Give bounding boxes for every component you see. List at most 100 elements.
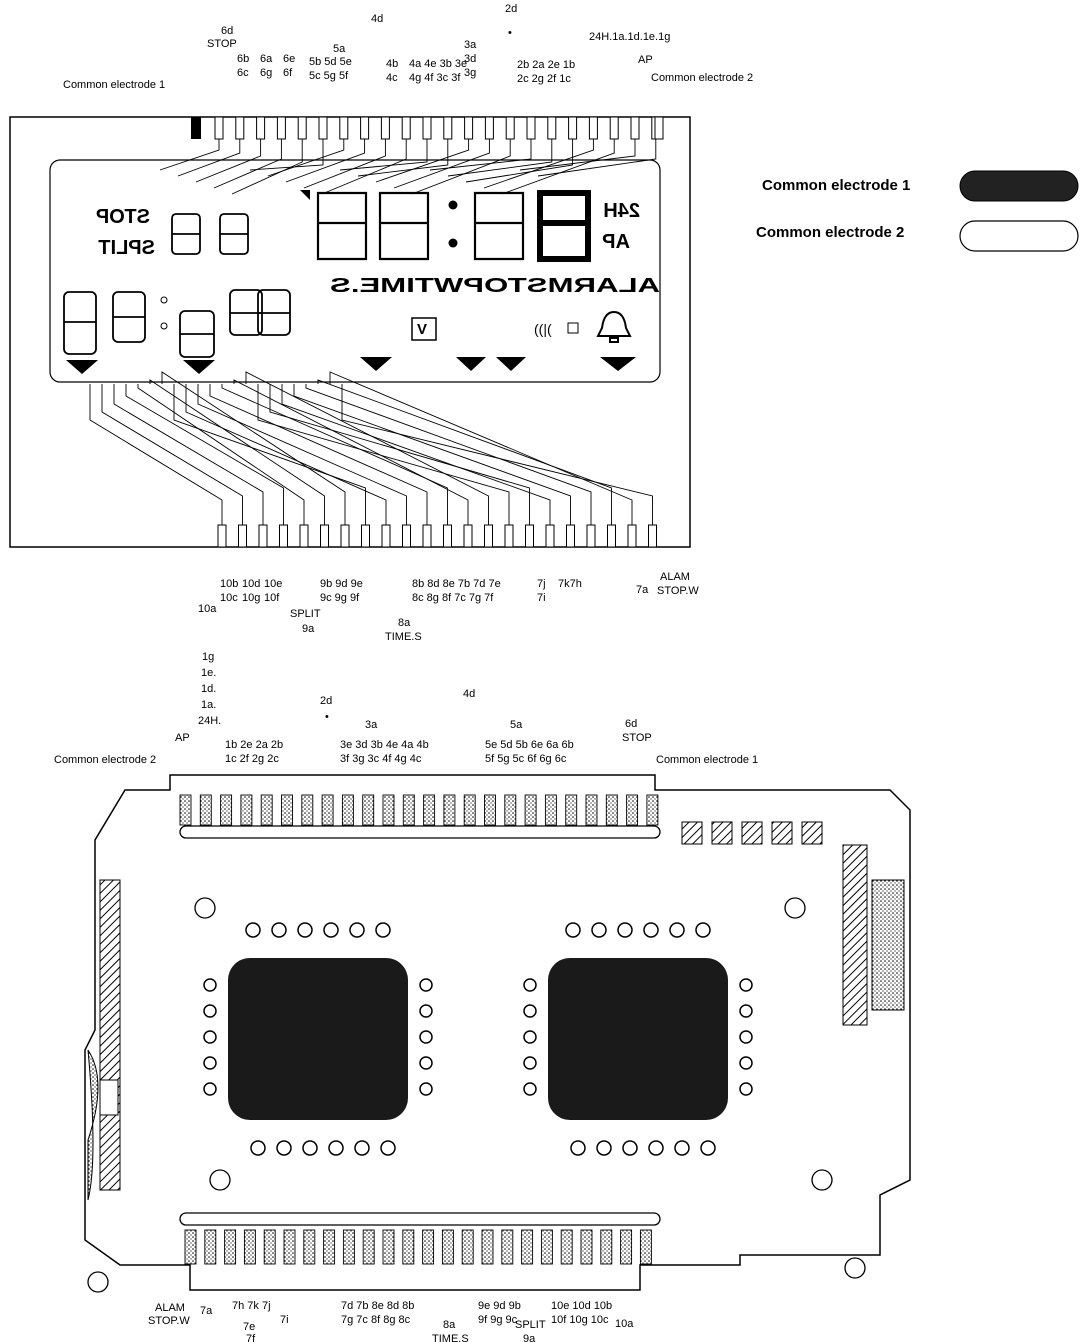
pcb-top-pin — [524, 794, 537, 826]
wire — [221, 384, 448, 525]
lcd-bottom-pin — [238, 524, 247, 548]
pin-label: 6d — [625, 718, 637, 730]
wire — [101, 384, 243, 525]
common-electrode-1-pin — [191, 117, 201, 139]
lcd-top-pin — [235, 116, 245, 140]
pcb-bottom-pin — [263, 1229, 276, 1265]
lcd-bottom-pin — [381, 524, 391, 548]
lcd-v-text: V — [417, 321, 427, 338]
pin-label: 9c 9g 9f — [320, 592, 360, 604]
pin-label: 10a — [198, 603, 217, 615]
pcb-top-pin — [362, 794, 375, 826]
wire — [113, 384, 264, 525]
lcd-bottom-pin — [320, 524, 329, 548]
lcd-frame — [9, 116, 691, 548]
pcb-pad — [674, 1140, 690, 1156]
pin-label: 8a — [443, 1319, 456, 1331]
pcb-pad — [622, 1140, 638, 1156]
lcd-top-pin — [380, 116, 390, 140]
lcd-top-pin — [276, 116, 286, 140]
lcd-top-pin — [547, 116, 557, 140]
wire — [321, 139, 407, 195]
wire — [213, 139, 282, 189]
wire — [257, 384, 510, 525]
pin-label: TIME.S — [432, 1333, 469, 1342]
pcb-top-pin — [626, 794, 639, 826]
pcb-bottom-pin — [481, 1229, 494, 1265]
pcb-top-pin — [585, 794, 598, 826]
pin-label: 8c 8g 8f 7c 7g 7f — [412, 592, 494, 604]
pin-label: 10d — [242, 578, 260, 590]
pin-label: 10f — [264, 592, 280, 604]
pcb-top-pin — [402, 794, 415, 826]
pin-label: 1b 2e 2a 2b — [225, 739, 283, 751]
pin-label: 10c — [220, 592, 238, 604]
pcb-bottom-pin — [362, 1229, 375, 1265]
pin-label: Common electrode 2 — [651, 72, 753, 84]
pin-label: 7d 7b 8e 8d 8b — [341, 1300, 414, 1312]
lcd-mode-row-text: ALARMSTOPWTIME.S — [330, 275, 660, 297]
lcd-top-pin — [526, 116, 536, 140]
wire — [341, 384, 653, 525]
pin-label: Common electrode 1 — [656, 754, 758, 766]
pin-label: 2d — [505, 3, 517, 15]
pcb-pad — [349, 922, 365, 938]
wire — [411, 139, 511, 195]
pin-label: 6e — [283, 53, 295, 65]
pcb-mount-hole-3 — [209, 1169, 231, 1191]
pcb-bottom-pin — [580, 1229, 593, 1265]
pcb-mount-hole-6 — [844, 1257, 866, 1279]
wire — [233, 379, 469, 525]
wire — [185, 384, 387, 525]
pin-label: 4b — [386, 58, 398, 70]
pin-label: 2b 2a 2e 1b — [517, 59, 575, 71]
pcb-pad — [250, 1140, 266, 1156]
pcb-bottom-pin-row — [184, 1229, 652, 1265]
wire — [393, 139, 490, 189]
pin-label: ALAM — [660, 571, 690, 583]
pcb-bottom-pin — [342, 1229, 355, 1265]
pcb-pad — [297, 922, 313, 938]
top-lcd-diagram: STOP SPLIT 24H AP ALARMSTOPWTIME.S — [9, 116, 691, 548]
lcd-top-pin — [630, 116, 640, 140]
lcd-top-pin — [464, 116, 474, 140]
pcb-pad — [739, 1004, 753, 1018]
pin-label: Common electrode 2 — [54, 754, 156, 766]
pcb-pad — [271, 922, 287, 938]
pcb-pad — [203, 978, 217, 992]
lcd-alarm-sound-icon: ((|( — [534, 321, 552, 337]
lcd-bell-icon — [596, 310, 632, 343]
pin-label: STOP — [622, 732, 652, 744]
pin-label: 7j — [537, 578, 546, 590]
pcb-top-pin — [463, 794, 476, 826]
wire — [137, 384, 305, 525]
pin-label: TIME.S — [385, 631, 422, 643]
lcd-bottom-pin — [422, 524, 432, 548]
pin-label: 10g — [242, 592, 260, 604]
pin-label: • — [508, 27, 512, 39]
pin-label: 10b — [220, 578, 238, 590]
wire — [195, 139, 262, 183]
pin-label: AP — [638, 54, 653, 66]
pcb-pad — [570, 1140, 586, 1156]
pin-label: 1a. — [201, 699, 216, 711]
lcd-arrow-indicators — [66, 357, 636, 374]
pin-label: 5b 5d 5e — [309, 56, 352, 68]
pcb-pad — [203, 1004, 217, 1018]
wire — [249, 139, 324, 171]
pcb-bottom-pin — [224, 1229, 237, 1265]
pin-label: 3a — [464, 39, 477, 51]
lcd-bottom-pin — [217, 524, 227, 548]
pcb-pad — [596, 1140, 612, 1156]
pin-label: 9f 9g 9c — [478, 1314, 518, 1326]
lcd-colon2-top — [160, 296, 168, 304]
lcd-bottom-pin — [299, 524, 309, 548]
wire — [159, 139, 220, 171]
pin-label: STOP.W — [657, 585, 699, 597]
pcb-pad — [245, 922, 261, 938]
pcb-pad — [617, 922, 633, 938]
